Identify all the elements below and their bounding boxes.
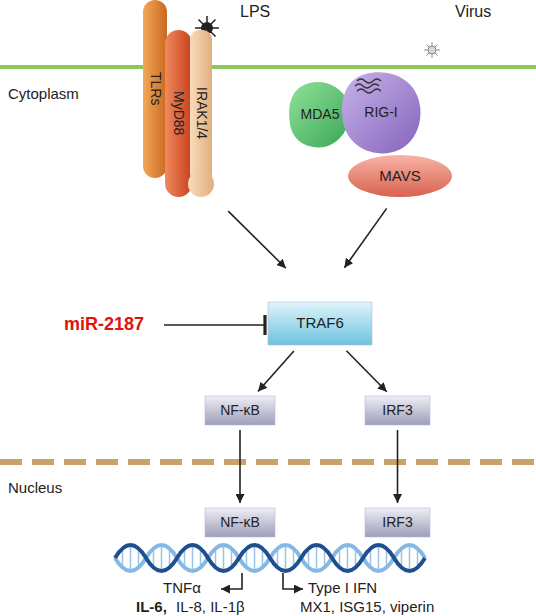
text-label: Nucleus [8,480,62,497]
factor-box: NF-κB [205,396,275,425]
node-text: NF-κB [220,515,260,530]
factor-box: IRF3 [365,396,430,425]
node-text: MDA5 [301,107,340,122]
activation-arrow [397,430,399,503]
text-label: Virus [455,3,491,21]
factor-box: IRF3 [365,508,430,537]
transcription-arrow [221,573,242,589]
node-text: NF-κB [220,403,260,418]
node-text: IRF3 [382,403,412,418]
cell-membrane [0,65,536,69]
dna-helix [115,545,425,571]
inhibition-connector [164,324,265,326]
sensor-blob: RIG-I [340,70,422,156]
nuclear-membrane [0,459,536,465]
node-text: miR-2187 [64,315,144,335]
node-text: TLRs [147,72,162,105]
node-text: RIG-I [364,105,397,120]
activation-arrow [228,211,286,268]
virus-icon [424,42,440,58]
text-label: TNFα [163,580,201,597]
text-label: LPS [240,3,270,21]
adaptor-ellipse: MAVS [348,155,452,197]
hub-box: TRAF6 [268,302,372,345]
text-label: IL-8, IL-1β [176,599,245,616]
activation-arrow [239,430,241,503]
node-text: IRF3 [382,515,412,530]
activation-arrow [258,351,294,392]
mirna-label: miR-2187 [48,311,160,339]
transcription-arrow [283,573,303,589]
text-label: Type I IFN [308,580,377,597]
node-text: TRAF6 [296,315,344,332]
rna-squiggles [355,79,381,93]
receptor-shape: TLRs [143,0,167,178]
node-text: MyD88 [171,91,186,135]
node-text: IRAK1/4 [193,87,208,139]
text-label: Cytoplasm [8,86,79,103]
text-label: IL-6, [136,599,167,616]
connector-group [164,208,398,503]
factor-box: NF-κB [205,508,275,537]
activation-arrow [346,351,386,392]
adaptor-shape: MyD88 [165,30,192,197]
text-label: MX1, ISG15, viperin [300,599,434,616]
activation-arrow [344,208,386,267]
kinase-shape: IRAK1/4 [188,30,214,197]
node-text: MAVS [379,168,420,185]
